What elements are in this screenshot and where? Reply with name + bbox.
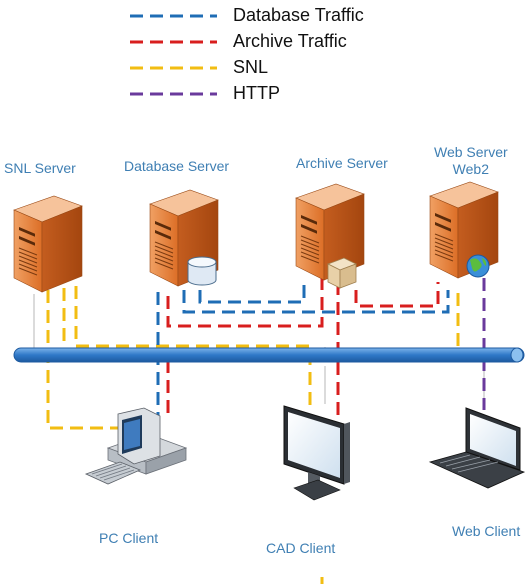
pc-client-label: PC Client: [99, 530, 159, 546]
monitor-icon: [283, 405, 350, 501]
desktop-pc-icon: [84, 407, 188, 485]
legend: [130, 14, 217, 96]
laptop-icon: [428, 407, 526, 489]
archive-box-icon: [327, 257, 357, 289]
web-server-label-line1: Web Server: [434, 144, 508, 160]
web-server-icon: [429, 181, 499, 279]
web-server-label-line2: Web2: [452, 161, 489, 177]
legend-label-snl: SNL: [233, 57, 269, 77]
web-client-label: Web Client: [452, 523, 521, 539]
database-server-label: Database Server: [124, 158, 230, 174]
cad-client-label: CAD Client: [266, 540, 336, 556]
database-cylinder-icon: [187, 256, 217, 286]
globe-icon: [466, 254, 490, 278]
legend-label-http: HTTP: [233, 83, 280, 103]
archive-server-label: Archive Server: [296, 155, 388, 171]
snl-server-label: SNL Server: [4, 160, 76, 176]
network-bus: [13, 347, 525, 363]
archive-server-icon: [295, 183, 365, 289]
legend-label-database: Database Traffic: [233, 5, 364, 25]
database-server-icon: [149, 189, 219, 287]
snl-server-icon: [13, 195, 83, 293]
legend-label-archive: Archive Traffic: [233, 31, 347, 51]
web-server-label: Web Server Web2: [434, 144, 508, 178]
